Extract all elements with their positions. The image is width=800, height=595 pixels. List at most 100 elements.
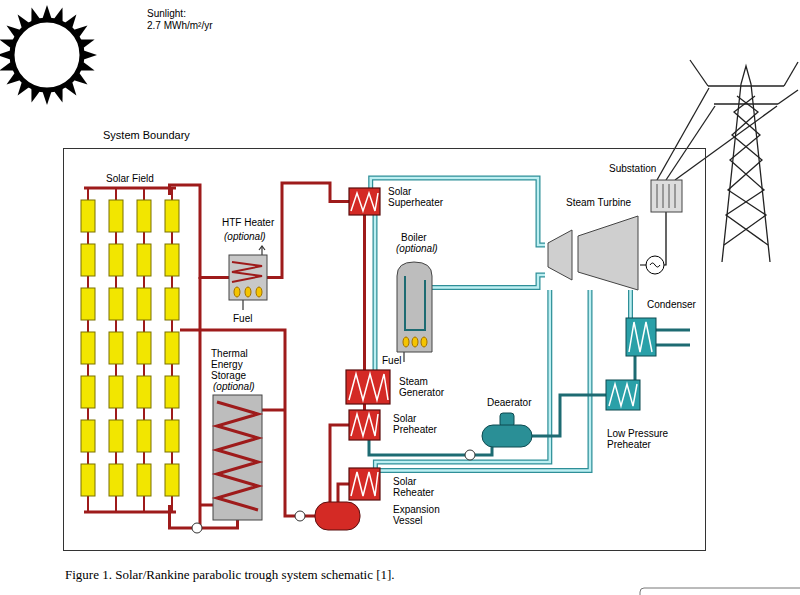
heat-exchanger: Solar Superheater xyxy=(349,188,380,215)
sun-ray xyxy=(65,82,76,95)
htf-header xyxy=(84,187,176,190)
trough-collector xyxy=(109,288,123,320)
transmission-tower xyxy=(708,85,784,86)
pipe-connector xyxy=(532,395,606,436)
trough-collector xyxy=(137,288,151,320)
preheater: Low Pressure Preheater xyxy=(606,380,640,410)
sun-ray xyxy=(74,73,87,84)
pump-symbol xyxy=(192,523,202,533)
component-label: Expansion Vessel xyxy=(392,504,456,526)
generator-symbol xyxy=(646,256,664,274)
trough-collector xyxy=(137,332,151,364)
component-label: Low Pressure Preheater xyxy=(606,428,674,450)
trough-collector xyxy=(109,464,123,496)
pipe-connector xyxy=(630,290,631,318)
pipe-connector xyxy=(364,404,365,410)
deaerator: Deaerator xyxy=(482,413,532,447)
collector-row xyxy=(81,188,179,512)
substation-symbol xyxy=(657,184,658,208)
htf-heater-symbol xyxy=(229,255,267,300)
component-label: Substation xyxy=(608,163,657,174)
note-label: Fuel xyxy=(232,313,253,324)
condenser-symbol xyxy=(629,322,652,352)
note-label: Fuel xyxy=(381,355,402,366)
cooling-water-pipe xyxy=(656,329,690,332)
sun-symbol xyxy=(0,5,97,105)
exchanger-coil xyxy=(349,374,388,400)
sun-ray xyxy=(0,51,10,60)
htf-pipe xyxy=(200,504,213,507)
trough-collector xyxy=(109,420,123,452)
htf-heater-symbol xyxy=(232,262,262,282)
trough-collector xyxy=(137,200,151,232)
component-label: Solar Preheater xyxy=(392,413,454,435)
pipe-connector xyxy=(364,215,365,370)
pipe-connector xyxy=(635,356,636,380)
htf-heater-symbol xyxy=(256,287,262,297)
sun-ray xyxy=(81,39,95,48)
system-boundary: System BoundarySolar FieldHTF Heater(opt… xyxy=(63,148,706,551)
component-label: (optional) xyxy=(212,381,256,392)
component-label: Thermal Energy Storage xyxy=(210,348,270,381)
heat-exchanger xyxy=(349,188,380,215)
transmission-tower xyxy=(784,62,798,86)
pipe-stroke xyxy=(629,290,632,318)
substation-symbol xyxy=(675,184,676,208)
trough-collector xyxy=(109,376,123,408)
trough-collector xyxy=(81,244,95,276)
transmission-tower xyxy=(778,90,798,104)
trough-collector xyxy=(81,288,95,320)
preheater-symbol xyxy=(606,380,640,410)
generator-symbol xyxy=(646,256,664,274)
pipe-stroke xyxy=(373,215,378,370)
trough-collector xyxy=(165,464,179,496)
trough-collector xyxy=(109,332,123,364)
htf-header xyxy=(84,511,176,514)
steam-turbine: Steam Turbine xyxy=(545,215,640,290)
substation-symbol xyxy=(663,184,664,208)
transmission-tower xyxy=(675,106,777,180)
sun-ray xyxy=(7,73,20,84)
trough-collector xyxy=(165,376,179,408)
sun-ray xyxy=(0,39,13,48)
trough-collector xyxy=(165,244,179,276)
transmission-tower xyxy=(726,96,768,245)
substation-symbol xyxy=(651,180,682,212)
transmission-tower xyxy=(722,66,770,262)
trough-collector xyxy=(109,244,123,276)
exchanger-coil xyxy=(351,472,378,496)
pipe-stroke xyxy=(371,178,545,245)
htf-heater: HTF Heater(optional) xyxy=(229,255,267,300)
exhaust-arrow xyxy=(259,246,265,250)
htf-heater-symbol xyxy=(234,287,240,297)
sun-ray xyxy=(81,62,95,71)
storage-tank xyxy=(217,402,258,510)
pipe-stroke xyxy=(363,404,366,410)
fuel-line xyxy=(242,300,243,310)
component-label: Solar Superheater xyxy=(387,186,451,208)
boiler: Boiler(optional) xyxy=(397,260,432,352)
component-label: Solar Field xyxy=(105,173,155,184)
turbine-symbol xyxy=(578,216,638,290)
storage-tank xyxy=(213,395,262,520)
trough-collector xyxy=(165,200,179,232)
expansion-vessel: Expansion Vessel xyxy=(315,502,360,530)
exhaust-arrow xyxy=(261,247,262,255)
boiler-symbol xyxy=(412,337,418,347)
heat-exchanger xyxy=(349,468,380,500)
htf-pipe xyxy=(200,277,285,528)
htf-pipe xyxy=(262,409,285,412)
pipe-connector xyxy=(330,425,349,502)
pipe-connector xyxy=(432,275,545,288)
trough-collector xyxy=(165,420,179,452)
htf-heater-symbol xyxy=(245,287,251,297)
sun-ray xyxy=(31,7,40,21)
sun-ray xyxy=(65,15,76,28)
trough-collector xyxy=(165,288,179,320)
component-label: HTF Heater xyxy=(221,217,275,228)
pipe-stroke xyxy=(267,183,349,278)
boiler-symbol xyxy=(403,337,409,347)
deaerator-symbol xyxy=(482,425,532,447)
pipe-stroke xyxy=(374,215,377,370)
